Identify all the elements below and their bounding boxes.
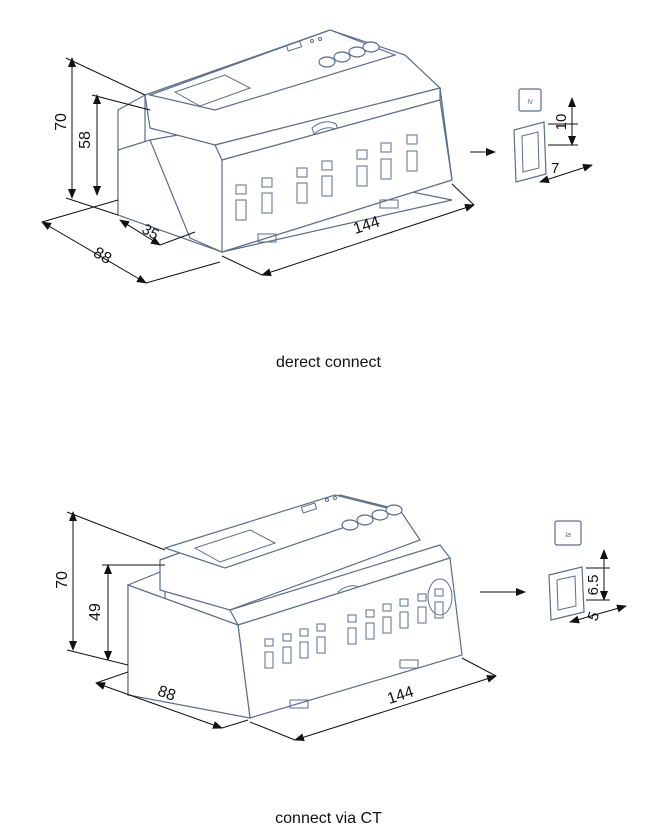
dim-bottom-144: 144 <box>385 683 416 707</box>
terminal-detail-label-top: N <box>527 99 533 106</box>
caption-direct-connect: derect connect <box>276 354 381 371</box>
dim-top-88: 88 <box>90 244 114 268</box>
dimensions-bottom: 70 49 88 144 Ia 6.5 5 <box>54 511 627 742</box>
terminal-detail-bottom: Ia 6.5 5 <box>548 520 627 624</box>
dim-bottom-6-5: 6.5 <box>585 575 602 596</box>
terminal-detail-top: N 10 7 <box>513 88 593 184</box>
dim-top-7: 7 <box>551 160 559 177</box>
dim-top-10: 10 <box>553 114 570 131</box>
terminal-row-bottom <box>264 578 453 669</box>
caption-connect-via-ct: connect via CT <box>275 810 382 827</box>
dim-top-35: 35 <box>139 221 162 244</box>
meter-drawing-ct <box>127 494 463 719</box>
dim-bottom-70: 70 <box>54 571 71 589</box>
dim-top-70: 70 <box>53 113 70 131</box>
meter-drawing-direct <box>117 29 453 253</box>
dim-bottom-88: 88 <box>155 683 178 705</box>
dim-bottom-5: 5 <box>584 610 603 624</box>
dim-top-58: 58 <box>77 131 94 149</box>
terminal-row-top <box>235 134 418 221</box>
terminal-detail-label-bottom: Ia <box>565 532 571 539</box>
dim-bottom-49: 49 <box>87 603 104 621</box>
dimensions-top: 70 58 88 35 144 N 10 7 <box>41 57 593 284</box>
